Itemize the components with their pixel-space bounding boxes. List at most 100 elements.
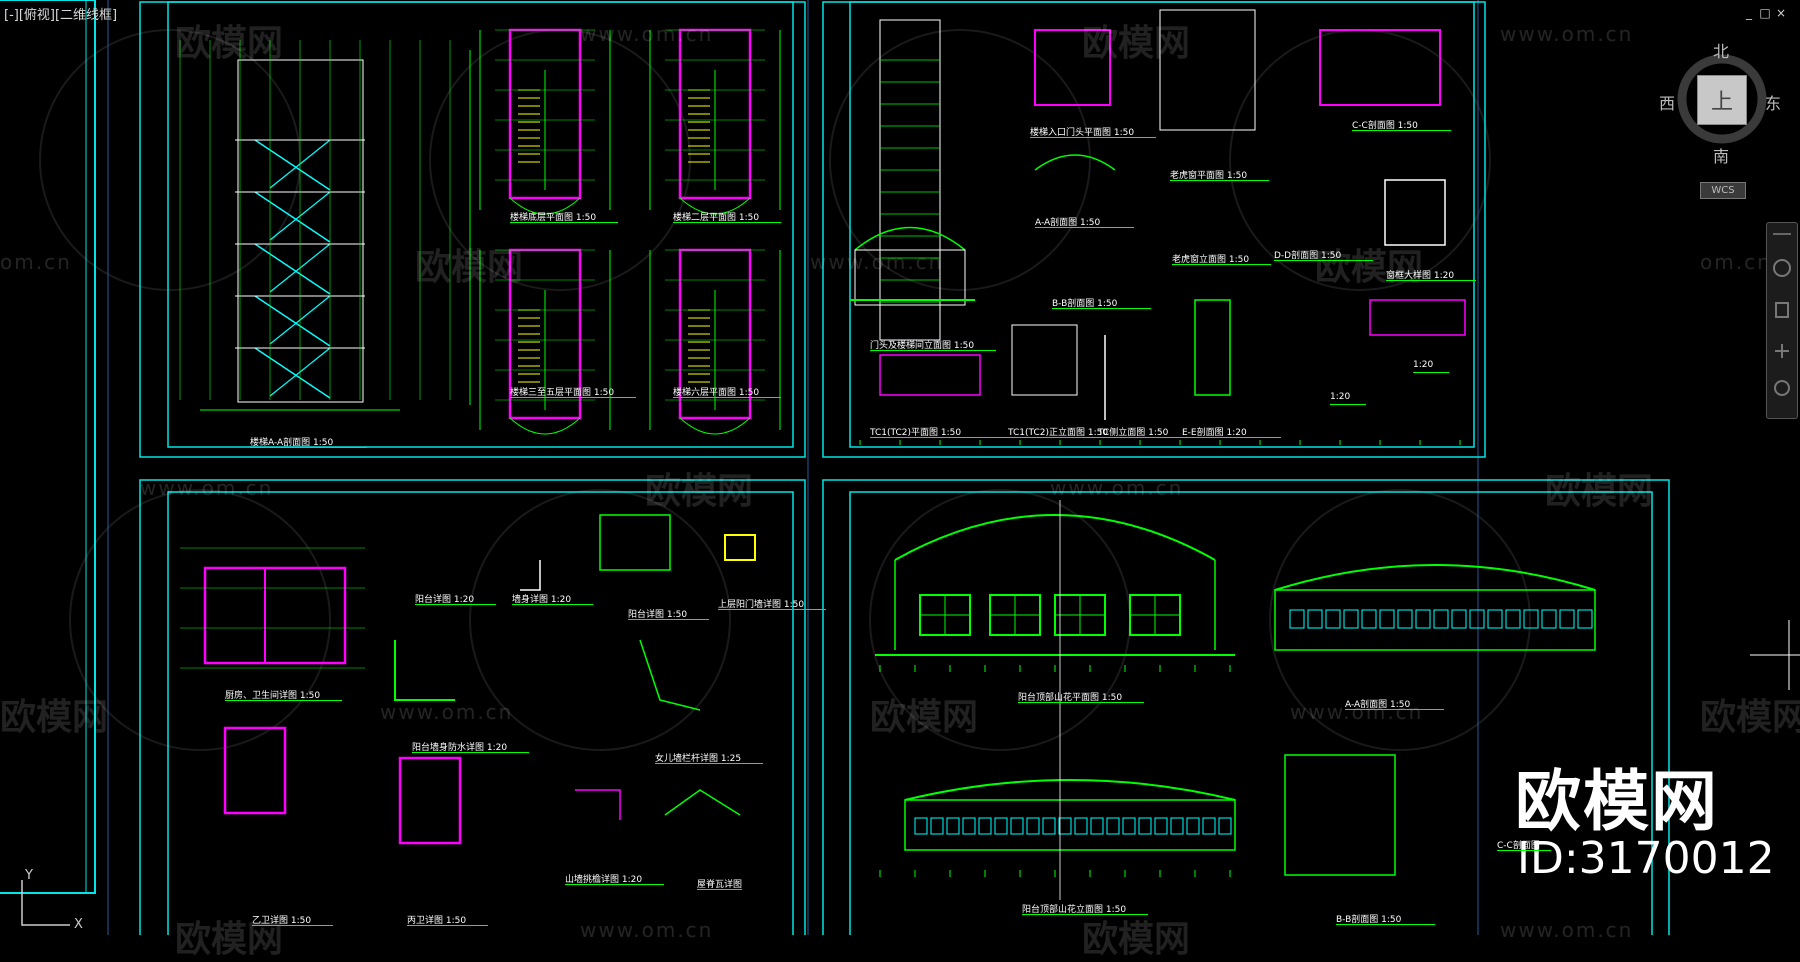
wcs-menu-button[interactable]: WCS — [1700, 182, 1746, 199]
drawing-title[interactable]: E-E剖面图 1:20 — [1182, 428, 1247, 438]
cad-drawing-canvas[interactable] — [0, 0, 1800, 935]
balcony-detail — [599, 514, 671, 571]
drawing-title-underline — [512, 604, 593, 605]
railing-baluster — [994, 817, 1008, 835]
section-detail — [1319, 29, 1441, 106]
drawing-title[interactable]: 门头及楼梯间立面图 1:50 — [870, 341, 975, 351]
viewcube-east[interactable]: 东 — [1765, 94, 1782, 113]
drawing-title[interactable]: 窗框大样图 1:20 — [1386, 271, 1455, 281]
drawing-title[interactable]: 楼梯底层平面图 1:50 — [510, 213, 597, 223]
railing-baluster — [946, 817, 960, 835]
railing-baluster — [1541, 609, 1557, 629]
viewcube-south[interactable]: 南 — [1713, 147, 1730, 166]
close-icon[interactable]: × — [1775, 6, 1787, 20]
drawing-title[interactable]: 老虎窗平面图 1:50 — [1170, 171, 1248, 181]
watermark-logo: 欧模网 — [1545, 471, 1654, 512]
stair-landing-arc — [679, 417, 751, 435]
railing-baluster — [1559, 609, 1575, 629]
drawing-title[interactable]: 女儿墙栏杆详图 1:25 — [655, 754, 742, 764]
drawing-title[interactable]: 墙身详图 1:20 — [512, 595, 572, 605]
drawing-title-underline — [673, 397, 781, 398]
watermark-url: www.om.cn — [810, 250, 944, 274]
railing-baluster — [1325, 609, 1341, 629]
drawing-title-underline — [1345, 709, 1444, 710]
viewcube-top-face[interactable]: 上 — [1697, 75, 1747, 125]
stair-flight — [254, 295, 331, 347]
drawing-title[interactable]: TC侧立面图 1:50 — [1098, 428, 1169, 438]
railing-baluster — [1058, 817, 1072, 835]
drawing-title-underline — [250, 447, 367, 448]
drawing-title[interactable]: A-A剖面图 1:50 — [1345, 700, 1411, 710]
sheet-frame-bottom-left-inner — [167, 491, 794, 935]
parapet-detail — [394, 640, 455, 701]
drawing-title[interactable]: C-C剖面图 1:50 — [1352, 121, 1418, 131]
drawing-title[interactable]: 楼梯三至五层平面图 1:50 — [510, 388, 615, 398]
railing-baluster — [1361, 609, 1377, 629]
minimize-icon[interactable]: _ — [1746, 6, 1752, 20]
drawing-title[interactable]: 1:20 — [1413, 360, 1434, 370]
drawing-title[interactable]: 阳台详图 1:20 — [415, 595, 475, 605]
sheet-frame-top-right-inner — [849, 1, 1475, 448]
model-space-viewport[interactable] — [0, 0, 1800, 935]
drawing-title[interactable]: 山墙挑檐详图 1:20 — [565, 875, 643, 885]
drawing-title[interactable]: 阳台顶部山花立面图 1:50 — [1022, 905, 1127, 915]
watermark-logo: 欧模网 — [1082, 919, 1191, 960]
drawing-title-underline — [697, 889, 742, 890]
entrance-doors — [854, 249, 966, 306]
drawing-title[interactable]: 1:20 — [1330, 392, 1351, 402]
drawing-title-underline — [415, 604, 496, 605]
railing-baluster — [1154, 817, 1168, 835]
railing-baluster — [1523, 609, 1539, 629]
drawing-title[interactable]: 楼梯入口门头平面图 1:50 — [1030, 128, 1135, 138]
drawing-title[interactable]: B-B剖面图 1:50 — [1336, 915, 1402, 925]
drawing-title[interactable]: 阳台顶部山花平面图 1:50 — [1018, 693, 1123, 703]
drawing-title[interactable]: C-C剖面图 — [1497, 841, 1540, 851]
drawing-title[interactable]: 厨房、卫生间详图 1:50 — [225, 691, 321, 701]
restore-icon[interactable]: □ — [1759, 6, 1771, 20]
watermark-circle — [469, 489, 731, 751]
brand-id: ID:3170012 — [1517, 833, 1775, 884]
watermark-logo: 欧模网 — [1082, 23, 1191, 64]
drawing-title-underline — [628, 619, 709, 620]
watermark-circle — [39, 29, 301, 291]
railing-baluster — [1397, 609, 1413, 629]
drawing-title[interactable]: 丙卫详图 1:50 — [407, 916, 467, 926]
drawing-title[interactable]: D-D剖面图 1:50 — [1274, 251, 1342, 261]
drawing-title[interactable]: TC1(TC2)正立面图 1:50 — [1008, 428, 1109, 438]
viewcube-ring[interactable] — [1676, 50, 1768, 158]
drawing-title[interactable]: 楼梯A-A剖面图 1:50 — [250, 438, 334, 448]
drawing-title[interactable]: B-B剖面图 1:50 — [1052, 299, 1118, 309]
drawing-title[interactable]: TC1(TC2)平面图 1:50 — [870, 428, 962, 438]
watermark-url: www.om.cn — [1290, 700, 1424, 724]
railing-baluster — [1218, 817, 1232, 835]
drawing-title-underline — [1330, 404, 1366, 405]
drawing-title[interactable]: 楼梯六层平面图 1:50 — [673, 388, 760, 398]
drawing-title[interactable]: 上层阳门墙详图 1:50 — [718, 600, 805, 610]
viewcube-north[interactable]: 北 — [1713, 42, 1730, 61]
viewport-view-label[interactable]: [-][俯视][二维线框] — [4, 8, 118, 23]
drawing-title[interactable]: 楼梯二层平面图 1:50 — [673, 213, 760, 223]
navigation-bar[interactable] — [1766, 222, 1798, 419]
railing-baluster — [1577, 609, 1593, 629]
viewcube-west[interactable]: 西 — [1659, 94, 1676, 113]
railing-baluster — [1379, 609, 1395, 629]
drawing-title-underline — [1098, 437, 1197, 438]
sheet-frame-left — [0, 0, 96, 894]
drawing-title[interactable]: 阳台详图 1:50 — [628, 610, 688, 620]
drawing-title[interactable]: 屋脊瓦详图 — [697, 880, 743, 890]
entrance-arch — [854, 226, 966, 251]
drawing-title[interactable]: 老虎窗立面图 1:50 — [1172, 255, 1250, 265]
drawing-title[interactable]: 阳台墙身防水详图 1:20 — [412, 743, 508, 753]
watermark-url: www.om.cn — [1500, 918, 1634, 942]
drawing-title[interactable]: A-A剖面图 1:50 — [1035, 218, 1101, 228]
railing-baluster — [1042, 817, 1056, 835]
drawing-title-underline — [673, 222, 781, 223]
drawing-title-underline — [1172, 264, 1271, 265]
drawing-title[interactable]: 乙卫详图 1:50 — [252, 916, 312, 926]
drawing-title-underline — [655, 763, 763, 764]
stair-flight — [254, 139, 331, 191]
stair-landing-arc — [509, 417, 581, 435]
drawing-title-underline — [1052, 308, 1151, 309]
stair-flight — [254, 243, 331, 295]
ridge-tile-detail — [664, 789, 741, 816]
